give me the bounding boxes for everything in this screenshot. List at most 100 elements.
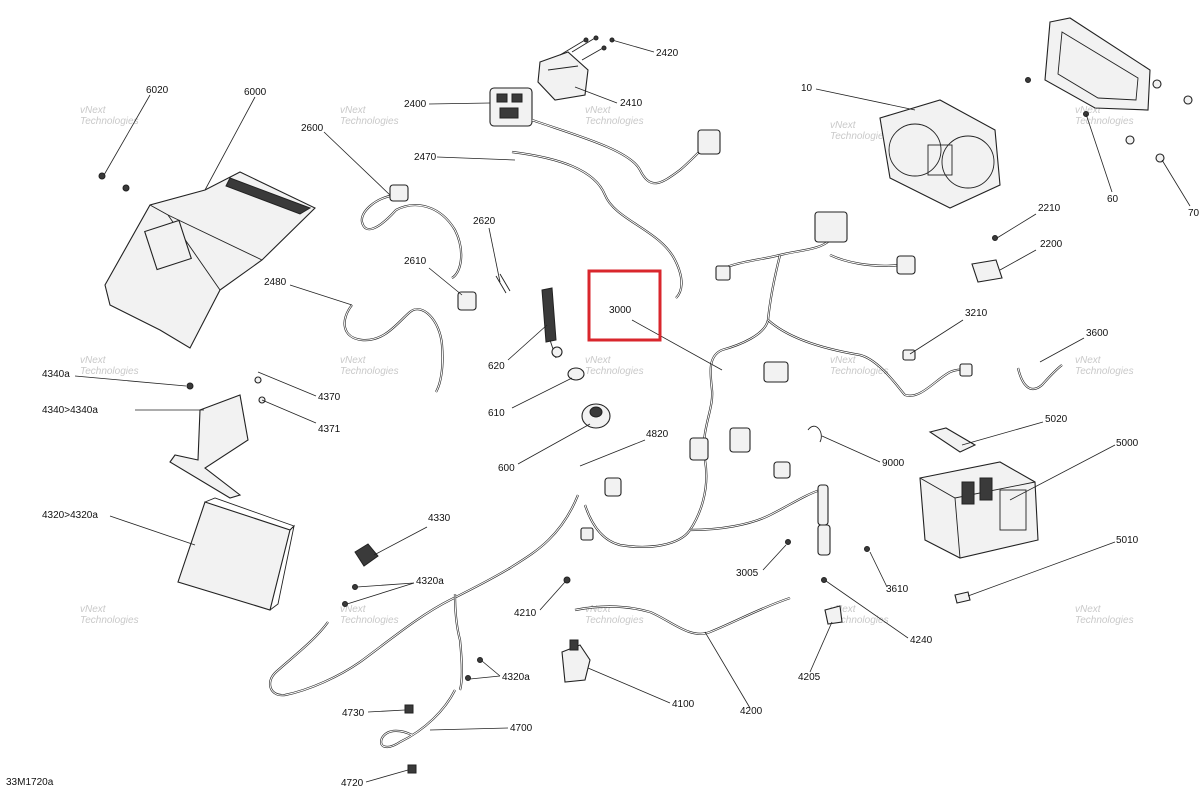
svg-text:vNext: vNext — [340, 604, 367, 615]
svg-text:Technologies: Technologies — [585, 615, 644, 626]
part-clip-9000 — [807, 425, 822, 443]
svg-text:Technologies: Technologies — [1075, 116, 1134, 127]
part-fusebox-5000 — [919, 461, 1039, 559]
callout-label: 2400 — [404, 99, 427, 110]
svg-text:vNext: vNext — [830, 604, 857, 615]
svg-text:vNext: vNext — [80, 105, 107, 116]
callout-label: 2210 — [1038, 203, 1061, 214]
diagram-code: 33M1720a — [6, 777, 54, 788]
callout-label: 610 — [488, 408, 505, 419]
callout-label: 2620 — [473, 216, 496, 227]
svg-text:vNext: vNext — [80, 355, 107, 366]
callout-label: 6000 — [244, 87, 267, 98]
callout-label: 4210 — [514, 608, 537, 619]
part-bracket-5020 — [928, 427, 977, 453]
callout-label: 4820 — [646, 429, 669, 440]
svg-text:Technologies: Technologies — [830, 615, 889, 626]
callout-label: 2410 — [620, 98, 643, 109]
part-screw-3610 — [864, 546, 870, 552]
part-relay-4100 — [561, 639, 591, 683]
callout-label: 2480 — [264, 277, 287, 288]
part-nut-4730 — [404, 704, 414, 714]
parts — [98, 17, 1193, 774]
callout-label: 600 — [498, 463, 515, 474]
callout-label: 60 — [1107, 194, 1119, 205]
part-cable-3600 — [1016, 364, 1063, 391]
leader-lines — [74, 39, 1191, 783]
part-nut-4210 — [563, 576, 571, 584]
callout-label: 4320a — [502, 672, 530, 683]
svg-text:Technologies: Technologies — [1075, 615, 1134, 626]
svg-text:vNext: vNext — [1075, 355, 1102, 366]
part-cable-2470 — [511, 150, 683, 299]
callout-label: 4320>4320a — [42, 510, 98, 521]
part-sensor-2600 — [360, 184, 463, 279]
part-battery-4320 — [177, 497, 295, 611]
callout-label: 10 — [801, 83, 813, 94]
callout-labels: 6020 6000 2600 2470 2400 2410 2420 10 60… — [42, 48, 1200, 789]
svg-text:vNext: vNext — [830, 355, 857, 366]
svg-text:vNext: vNext — [585, 355, 612, 366]
callout-label: 4720 — [341, 778, 364, 789]
svg-text:vNext: vNext — [340, 105, 367, 116]
part-bracket-4340 — [169, 376, 266, 499]
callout-label: 2610 — [404, 256, 427, 267]
part-connector-2610 — [457, 291, 477, 311]
part-switch-600 — [581, 403, 611, 429]
part-pin-2620 — [495, 275, 507, 294]
svg-text:vNext: vNext — [340, 355, 367, 366]
callout-label: 3600 — [1086, 328, 1109, 339]
callout-label: 2470 — [414, 152, 437, 163]
callout-label: 3210 — [965, 308, 988, 319]
svg-text:Technologies: Technologies — [830, 131, 889, 142]
part-ring-610 — [567, 367, 585, 381]
part-bolt-4720 — [407, 764, 417, 774]
part-screw-4240 — [821, 577, 827, 583]
callout-label: 3000 — [609, 305, 632, 316]
svg-text:Technologies: Technologies — [80, 116, 139, 127]
svg-text:Technologies: Technologies — [830, 366, 889, 377]
callout-label: 6020 — [146, 85, 169, 96]
callout-label: 2600 — [301, 123, 324, 134]
callout-label: 5020 — [1045, 414, 1068, 425]
part-screw-3005 — [785, 539, 791, 545]
part-screw-2210 — [992, 235, 998, 241]
svg-text:vNext: vNext — [830, 120, 857, 131]
callout-label: 9000 — [882, 458, 905, 469]
callout-label: 5000 — [1116, 438, 1139, 449]
svg-text:Technologies: Technologies — [80, 615, 139, 626]
callout-label: 4320a — [416, 576, 444, 587]
callout-label: 70 — [1188, 208, 1200, 219]
part-battery-cable — [268, 494, 580, 697]
svg-text:Technologies: Technologies — [340, 615, 399, 626]
svg-text:vNext: vNext — [585, 604, 612, 615]
callout-label: 4700 — [510, 723, 533, 734]
svg-text:Technologies: Technologies — [585, 116, 644, 127]
part-cable-4700 — [380, 689, 456, 748]
part-gauge-10 — [879, 99, 1001, 209]
callout-label: 3005 — [736, 568, 759, 579]
svg-text:Technologies: Technologies — [1075, 366, 1134, 377]
highlight-box-3000[interactable] — [587, 269, 662, 342]
svg-text:Technologies: Technologies — [340, 116, 399, 127]
callout-label: 4371 — [318, 424, 341, 435]
part-cable-2480 — [343, 304, 444, 393]
part-housing-2410 — [537, 35, 615, 101]
part-sensor-4205 — [824, 605, 843, 625]
callout-label: 2420 — [656, 48, 679, 59]
callout-label: 4205 — [798, 672, 821, 683]
callout-label: 4240 — [910, 635, 933, 646]
svg-text:vNext: vNext — [585, 105, 612, 116]
